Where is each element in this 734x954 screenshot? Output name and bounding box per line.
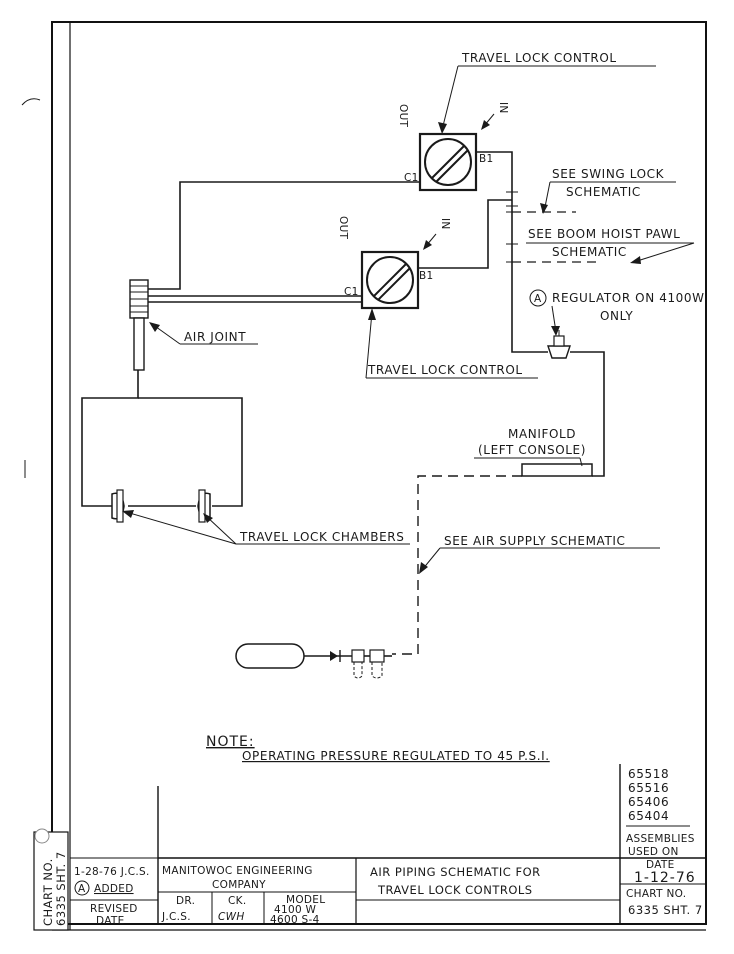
assembly-number: 65518 [628, 767, 669, 781]
air-joint [129, 279, 149, 371]
label-travel-lock-control-top: TRAVEL LOCK CONTROL [461, 51, 617, 65]
company-name-line1: MANITOWOC ENGINEERING [162, 865, 313, 877]
pipe-regulator-to-manifold [570, 351, 605, 477]
revised-date-label: DATE [96, 915, 125, 927]
port-c1-lower: C1 [344, 286, 359, 298]
port-c1-upper: C1 [404, 172, 419, 184]
label-air-supply: SEE AIR SUPPLY SCHEMATIC [444, 534, 626, 548]
travel-lock-control-valve-lower [360, 250, 420, 310]
air-tank [235, 643, 305, 669]
pipe-air-supply [392, 475, 522, 655]
label-out-upper: OUT [397, 104, 409, 128]
label-boom-hoist-line2: SCHEMATIC [552, 245, 627, 259]
note-text: OPERATING PRESSURE REGULATED TO 45 P.S.I… [242, 749, 550, 763]
title-block [33, 764, 706, 931]
model-value-2: 4600 S-4 [270, 914, 320, 926]
assembly-number: 65404 [628, 809, 669, 823]
label-air-joint: AIR JOINT [184, 330, 246, 344]
chart-no-value: 6335 SHT. 7 [628, 903, 703, 917]
date-value: 1-12-76 [634, 870, 696, 886]
leader-travel-lock-control-top [438, 65, 656, 134]
leader-boom-hoist [526, 242, 695, 264]
company-name-line2: COMPANY [212, 879, 266, 891]
side-chart-no-value: 6335 SHT. 7 [54, 851, 68, 926]
check-valve [330, 650, 341, 662]
revision-entry: 1-28-76 J.C.S. [74, 866, 150, 878]
revised-label: REVISED [90, 903, 138, 915]
pipe-chamber-left [81, 370, 139, 507]
revision-action: ADDED [94, 883, 134, 895]
travel-lock-control-valve-upper [418, 132, 478, 192]
side-chart-no-label: CHART NO. [41, 858, 55, 926]
drawn-by-value: J.C.S. [161, 911, 191, 923]
pipe-main-supply [511, 196, 548, 353]
leader-regulator [551, 305, 560, 336]
label-regulator-line2: ONLY [600, 309, 633, 323]
leader-swing-lock [540, 181, 676, 214]
travel-lock-chamber-left [111, 489, 125, 523]
regulator [547, 330, 571, 359]
leader-air-supply [419, 547, 660, 574]
regulator-marker-circle [529, 289, 547, 307]
assemblies-used-on-label: USED ON [628, 846, 679, 858]
manifold [521, 463, 593, 477]
port-b1-lower: B1 [419, 270, 433, 282]
air-filter [369, 649, 385, 679]
assembly-number: 65406 [628, 795, 669, 809]
pipe-lower-b1 [418, 199, 512, 269]
model-value-1: 4100 W [274, 904, 317, 916]
leader-travel-lock-chambers [122, 510, 410, 545]
label-swing-lock-line2: SCHEMATIC [566, 185, 641, 199]
leader-manifold [474, 457, 583, 467]
drain-cock [351, 649, 365, 679]
drawn-by-label: DR. [176, 895, 195, 907]
pipe-upper-control [148, 181, 422, 290]
in-arrow-upper [481, 113, 495, 130]
label-in-lower: IN [439, 218, 451, 230]
drawing-title-line1: AIR PIPING SCHEMATIC FOR [370, 865, 541, 879]
label-swing-lock-line1: SEE SWING LOCK [552, 167, 665, 181]
pipe-upper-b1 [476, 151, 513, 196]
label-boom-hoist-line1: SEE BOOM HOIST PAWL [528, 227, 680, 241]
label-regulator-marker: A [534, 293, 542, 305]
label-travel-lock-control-mid: TRAVEL LOCK CONTROL [367, 363, 523, 377]
model-label: MODEL [286, 894, 325, 906]
drawing-frame [51, 21, 707, 925]
revision-marker: A [78, 883, 86, 895]
label-manifold-location: (LEFT CONSOLE) [478, 443, 586, 457]
scan-mark [21, 98, 41, 106]
label-in-upper: IN [497, 102, 509, 114]
label-out-lower: OUT [337, 216, 349, 240]
label-manifold: MANIFOLD [508, 427, 576, 441]
assembly-number: 65516 [628, 781, 669, 795]
note-heading: NOTE: [206, 734, 255, 750]
port-b1-upper: B1 [479, 153, 493, 165]
assemblies-label: ASSEMBLIES [626, 833, 695, 845]
checked-by-label: CK. [228, 895, 246, 907]
in-arrow-lower [423, 233, 437, 250]
label-travel-lock-chambers: TRAVEL LOCK CHAMBERS [239, 530, 404, 544]
leader-air-joint [149, 322, 258, 345]
label-regulator-line1: REGULATOR ON 4100W [552, 291, 705, 305]
pipe-chamber-right [138, 397, 243, 507]
date-label: DATE [646, 859, 675, 871]
revision-marker-circle [74, 880, 90, 896]
leader-travel-lock-control-mid [365, 308, 538, 379]
chart-no-label: CHART NO. [626, 888, 686, 900]
drawing-title-line2: TRAVEL LOCK CONTROLS [377, 883, 533, 897]
checked-by-value: CWH [218, 911, 245, 923]
